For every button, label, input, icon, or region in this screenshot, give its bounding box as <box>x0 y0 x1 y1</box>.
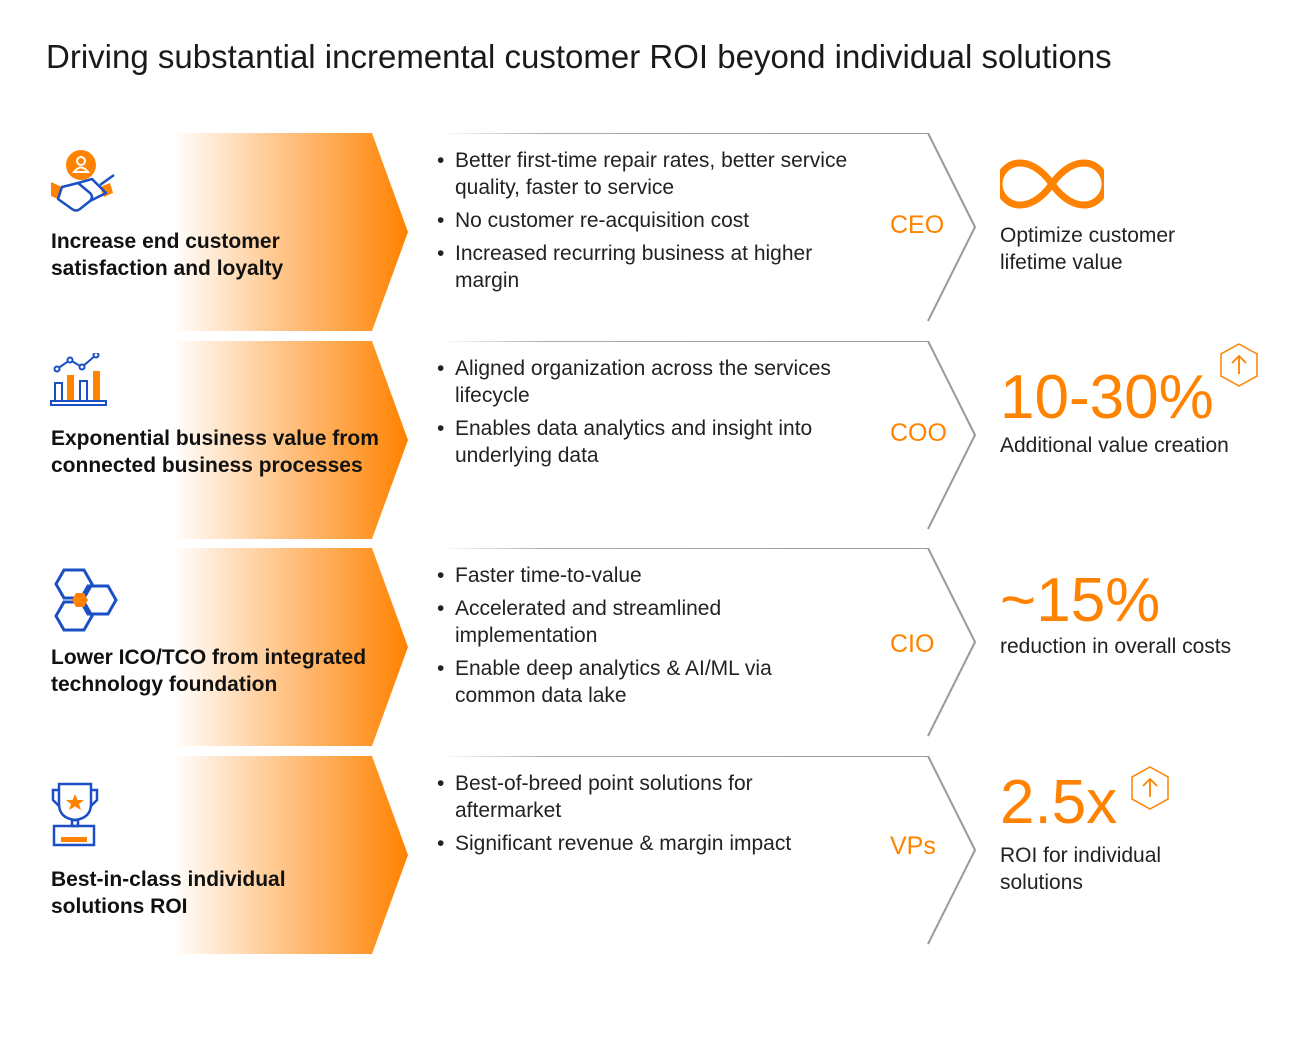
row-customer-satisfaction: Increase end customer satisfaction and l… <box>0 133 1300 333</box>
arrow-up-hexagon-icon <box>1220 343 1258 387</box>
row-heading: Lower ICO/TCO from integrated technology… <box>51 646 367 696</box>
gray-chevron-outline <box>440 341 977 530</box>
bullet-item: Enable deep analytics & AI/ML via common… <box>437 655 857 709</box>
metric-value: 10-30% <box>1000 363 1214 432</box>
chart-growth-icon <box>50 353 107 406</box>
orange-chevron <box>40 548 408 746</box>
trophy-icon <box>51 782 99 847</box>
role-label: CIO <box>890 630 935 658</box>
orange-chevron <box>40 133 408 331</box>
row-heading: Increase end customer satisfaction and l… <box>51 230 284 280</box>
bullet-item: Aligned organization across the services… <box>437 355 857 409</box>
orange-chevron <box>40 341 408 539</box>
bullet-item: Accelerated and streamlined implementati… <box>437 595 857 649</box>
row-business-value: Exponential business value from connecte… <box>0 341 1300 541</box>
orange-chevron <box>40 756 408 954</box>
metric-description: ROI for individual solutions <box>1000 844 1162 894</box>
handshake-icon <box>51 150 115 212</box>
bullet-item: Increased recurring business at higher m… <box>437 240 857 294</box>
bullet-list: Faster time-to-value Accelerated and str… <box>437 562 857 715</box>
page-title: Driving substantial incremental customer… <box>46 38 1112 75</box>
row-lower-tco: Lower ICO/TCO from integrated technology… <box>0 548 1300 748</box>
row-best-in-class: Best-in-class individual solutions ROI B… <box>0 756 1300 956</box>
gray-chevron-outline <box>440 548 977 737</box>
infinity-icon <box>1000 159 1104 209</box>
metric-value: 2.5x <box>1000 768 1118 837</box>
metric-value: ~15% <box>1000 566 1161 635</box>
bullet-item: Faster time-to-value <box>437 562 857 589</box>
bullet-item: No customer re-acquisition cost <box>437 207 857 234</box>
gray-chevron-outline <box>440 756 977 945</box>
role-label: COO <box>890 419 947 447</box>
row-heading: Exponential business value from connecte… <box>51 427 379 477</box>
bullet-item: Better first-time repair rates, better s… <box>437 147 857 201</box>
bullet-list: Better first-time repair rates, better s… <box>437 147 857 300</box>
metric-description: reduction in overall costs <box>1000 635 1232 658</box>
bullet-list: Best-of-breed point solutions for afterm… <box>437 770 857 863</box>
metric-description: Additional value creation <box>1000 434 1229 457</box>
bullet-item: Significant revenue & margin impact <box>437 830 857 857</box>
role-label: CEO <box>890 211 945 239</box>
gray-chevron-outline <box>440 133 977 322</box>
bullet-item: Enables data analytics and insight into … <box>437 415 857 469</box>
metric-description: Optimize customer lifetime value <box>1000 224 1176 274</box>
hexagons-icon <box>54 568 118 632</box>
bullet-item: Best-of-breed point solutions for afterm… <box>437 770 857 824</box>
arrow-up-hexagon-icon <box>1131 766 1169 810</box>
row-heading: Best-in-class individual solutions ROI <box>51 868 286 918</box>
bullet-list: Aligned organization across the services… <box>437 355 857 475</box>
role-label: VPs <box>890 832 936 860</box>
